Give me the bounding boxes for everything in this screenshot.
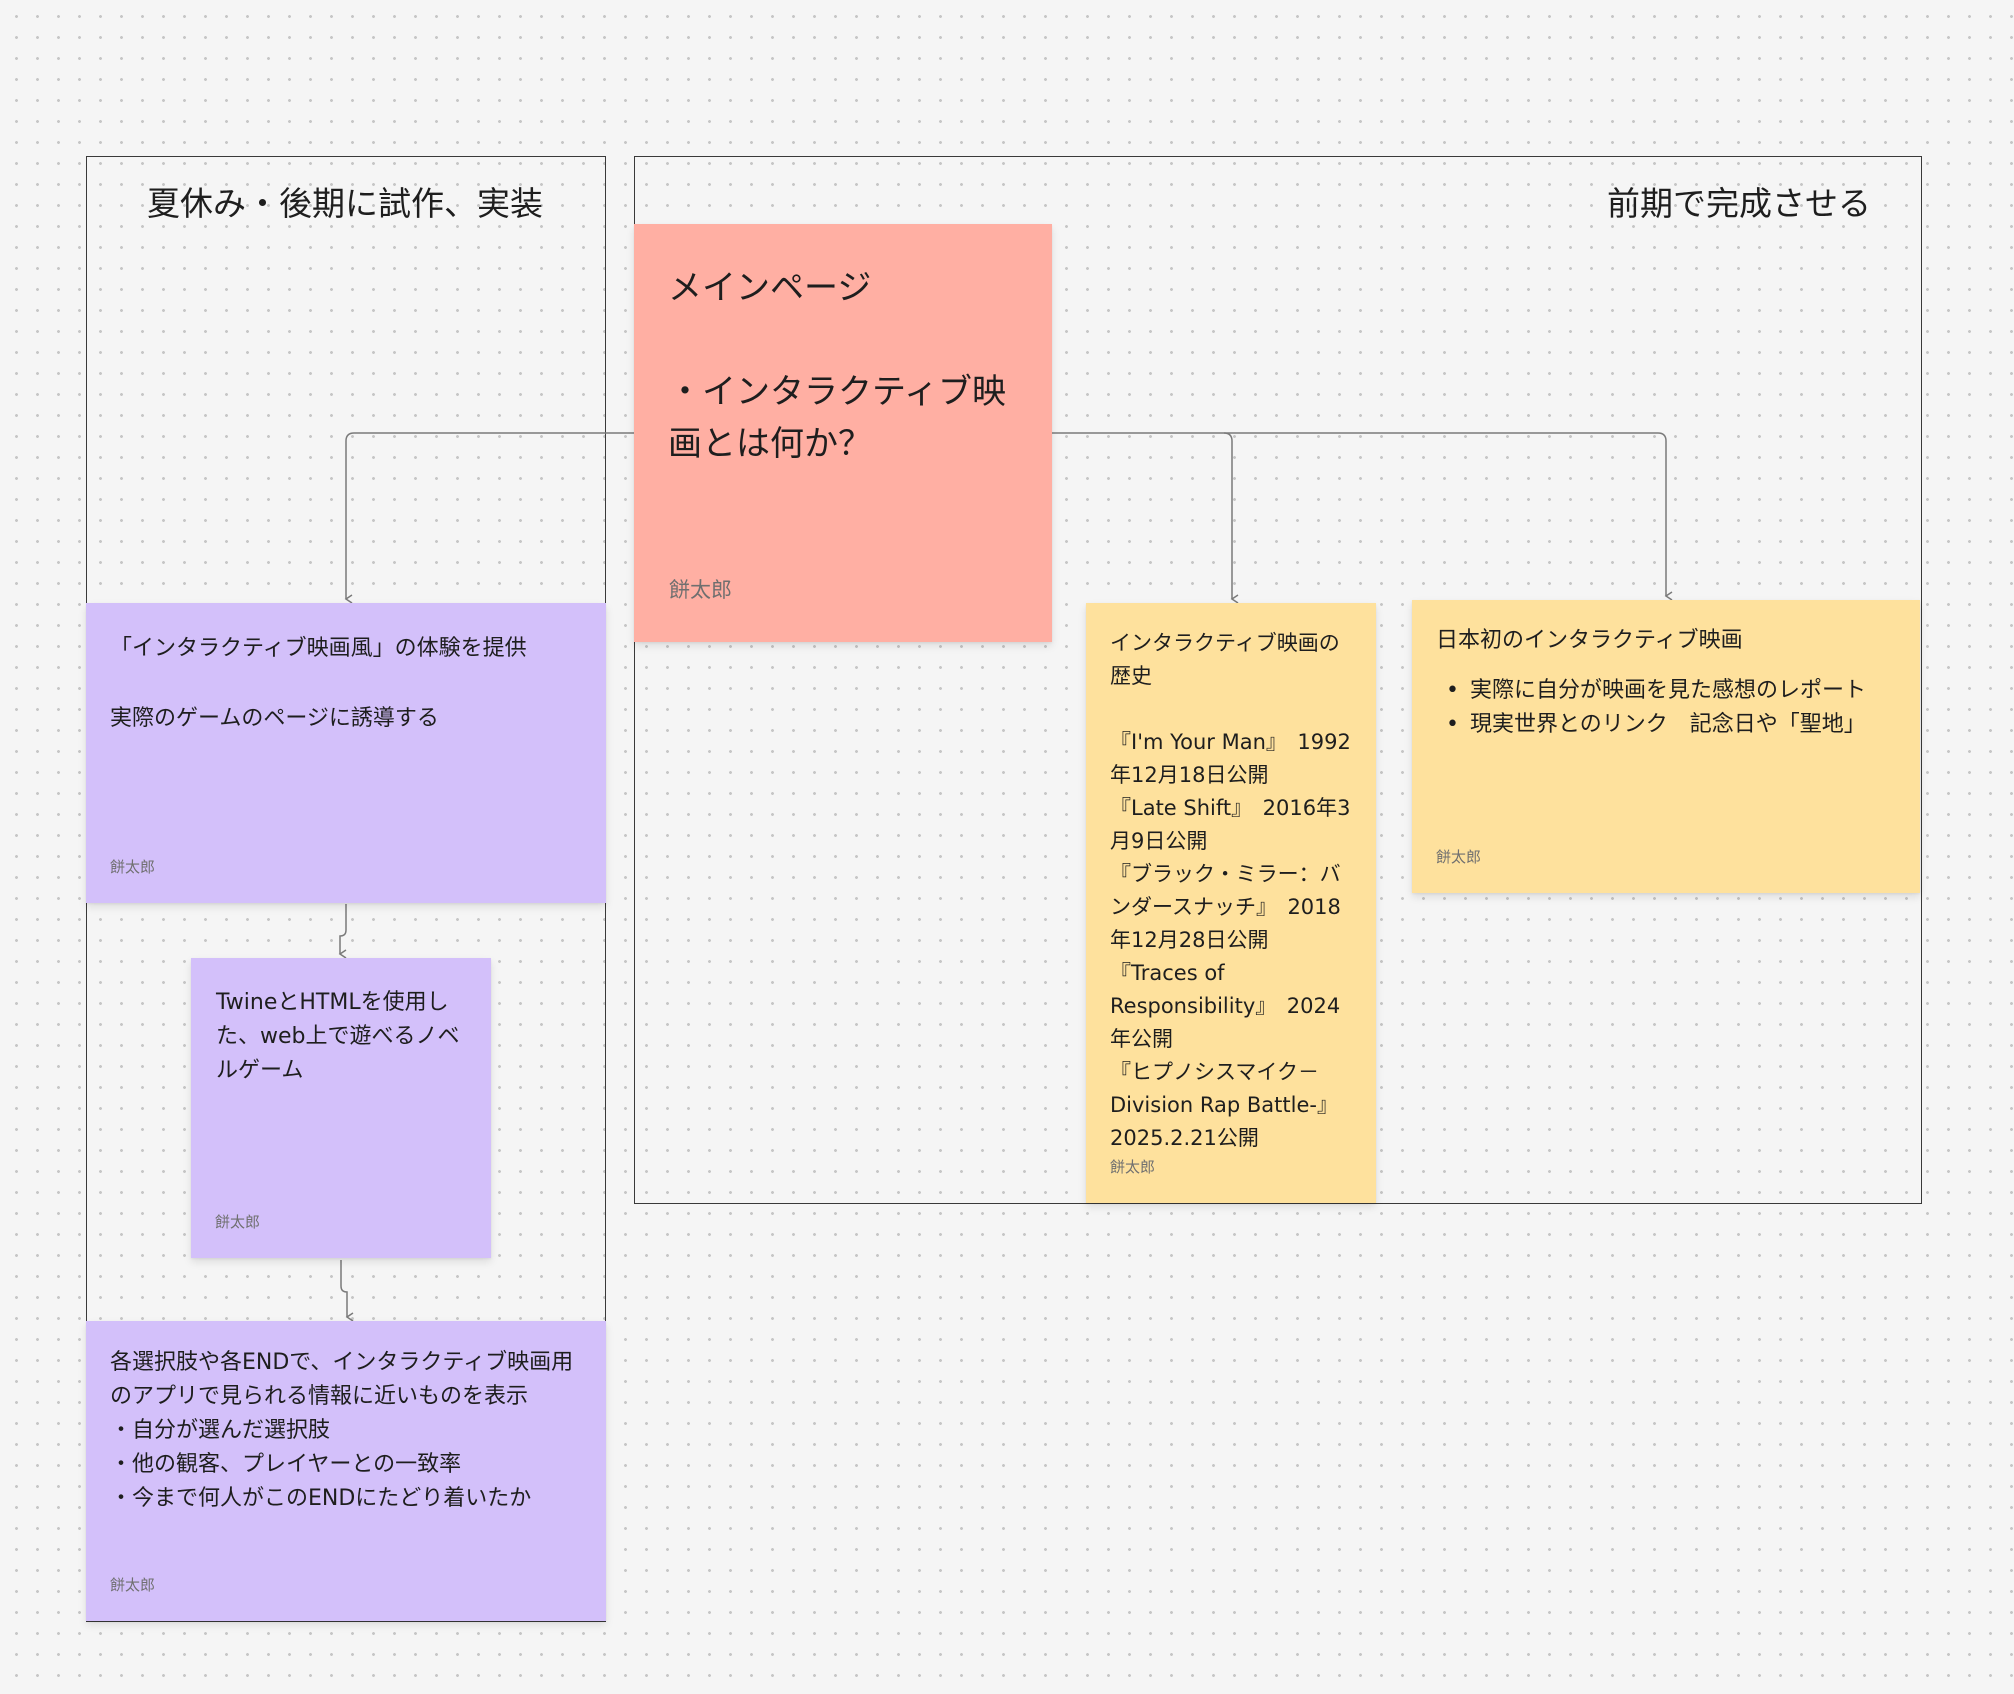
note-author: 餅太郎 [669,578,732,602]
note-author: 餅太郎 [1110,1158,1156,1176]
note-author: 餅太郎 [110,1576,156,1594]
section-first-term[interactable]: 前期で完成させる [634,156,1922,1204]
note-text: 「インタラクティブ映画風」の体験を提供 実際のゲームのページに誘導する [110,636,527,731]
sticky-note-experience[interactable]: 「インタラクティブ映画風」の体験を提供 実際のゲームのページに誘導する 餅太郎 [86,603,606,903]
sticky-note-novel-game[interactable]: TwineとHTMLを使用した、web上で遊べるノベルゲーム 餅太郎 [191,958,491,1258]
sticky-note-main-page[interactable]: メインページ ・インタラクティブ映画とは何か？ 餅太郎 [634,224,1052,642]
section-title: 前期で完成させる [1607,184,1871,223]
list-item: 実際に自分が映画を見た感想のレポート [1446,674,1896,708]
note-title: 日本初のインタラクティブ映画 [1436,628,1743,653]
sticky-note-japan-first[interactable]: 日本初のインタラクティブ映画 実際に自分が映画を見た感想のレポート 現実世界との… [1412,600,1920,893]
section-title: 夏休み・後期に試作、実装 [147,184,543,223]
note-author: 餅太郎 [215,1213,261,1231]
note-author: 餅太郎 [110,858,156,876]
note-bullet-list: 実際に自分が映画を見た感想のレポート 現実世界とのリンク 記念日や「聖地」 [1436,674,1896,742]
list-item: 現実世界とのリンク 記念日や「聖地」 [1446,708,1896,742]
sticky-note-ending-info[interactable]: 各選択肢や各ENDで、インタラクティブ映画用のアプリで見られる情報に近いものを表… [86,1321,606,1621]
note-text: TwineとHTMLを使用した、web上で遊べるノベルゲーム [216,990,460,1083]
note-text: インタラクティブ映画の歴史 『I'm Your Man』 1992年12月18日… [1110,631,1351,1150]
note-text: 各選択肢や各ENDで、インタラクティブ映画用のアプリで見られる情報に近いものを表… [110,1350,574,1511]
note-author: 餅太郎 [1436,848,1482,866]
note-text: メインページ ・インタラクティブ映画とは何か？ [668,268,1006,464]
sticky-note-history[interactable]: インタラクティブ映画の歴史 『I'm Your Man』 1992年12月18日… [1086,603,1376,1203]
